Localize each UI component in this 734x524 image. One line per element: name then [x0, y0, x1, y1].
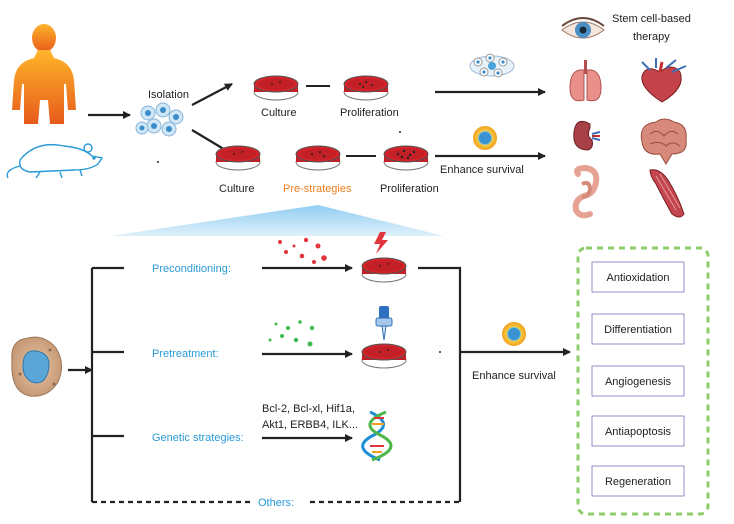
dish-preconditioning	[361, 257, 407, 283]
red-dots-icon	[278, 237, 327, 264]
others-label: Others:	[258, 497, 294, 509]
enhance-survival-bottom-label: Enhance survival	[472, 370, 556, 382]
dna-icon	[361, 410, 393, 462]
enhance-survival-top-label: Enhance survival	[440, 164, 524, 176]
outcome-box-antiapoptosis: Antiapoptosis	[591, 415, 685, 447]
muscle-icon	[649, 169, 685, 218]
lungs-icon	[569, 60, 602, 102]
pre-strategies-label: Pre-strategies	[283, 183, 352, 195]
outcome-label: Angiogenesis	[605, 376, 672, 388]
culture-top-label: Culture	[261, 107, 296, 119]
therapy-label-line1: Stem cell-based	[612, 13, 691, 25]
outcomes-container	[576, 246, 710, 516]
genes-line1: Bcl-2, Bcl-xl, Hif1a,	[262, 403, 355, 415]
preconditioning-label: Preconditioning:	[152, 263, 231, 275]
outcome-label: Antiapoptosis	[605, 426, 672, 438]
isolation-label: Isolation	[148, 89, 189, 101]
expansion-fan	[110, 205, 444, 236]
green-dots-icon	[268, 320, 315, 347]
right-bracket	[418, 266, 462, 502]
therapy-label-line2: therapy	[633, 31, 670, 43]
suspended-cells-icon	[469, 53, 515, 78]
pretreatment-label: Pretreatment:	[152, 348, 219, 360]
survival-cell-icon-top	[473, 126, 497, 150]
isolated-cells-icon	[135, 102, 184, 137]
genes-line2: Akt1, ERBB4, ILK...	[262, 419, 358, 431]
dish-proliferation-bottom	[383, 145, 429, 171]
mouse-icon	[6, 143, 104, 179]
genetic-strategies-label: Genetic strategies:	[152, 432, 244, 444]
dish-proliferation-top	[343, 75, 389, 101]
dish-pre-strategies	[295, 145, 341, 171]
outcome-box-antioxidation: Antioxidation	[591, 261, 685, 293]
heart-icon	[641, 58, 687, 103]
dish-pretreatment	[361, 343, 407, 369]
outcome-label: Regeneration	[605, 476, 671, 488]
dropper-icon	[375, 306, 393, 341]
survival-cell-icon-bottom	[502, 322, 526, 346]
stem-cell-large-icon	[11, 336, 62, 397]
outcome-label: Antioxidation	[607, 272, 670, 284]
eye-icon	[561, 17, 605, 39]
lightning-icon	[374, 232, 388, 254]
intestine-icon	[572, 164, 600, 219]
dish-culture-top	[253, 75, 299, 101]
arrow-to-culture-top	[191, 83, 233, 106]
outcome-box-regeneration: Regeneration	[591, 465, 685, 497]
outcome-box-angiogenesis: Angiogenesis	[591, 365, 685, 397]
human-icon	[12, 24, 76, 124]
proliferation-top-label: Proliferation	[340, 107, 399, 119]
brain-icon	[640, 118, 687, 165]
culture-bottom-label: Culture	[219, 183, 254, 195]
dish-culture-bottom	[215, 145, 261, 171]
outcome-box-differentiation: Differentiation	[591, 313, 685, 345]
proliferation-bottom-label: Proliferation	[380, 183, 439, 195]
kidney-icon	[573, 120, 601, 151]
outcome-label: Differentiation	[604, 324, 672, 336]
